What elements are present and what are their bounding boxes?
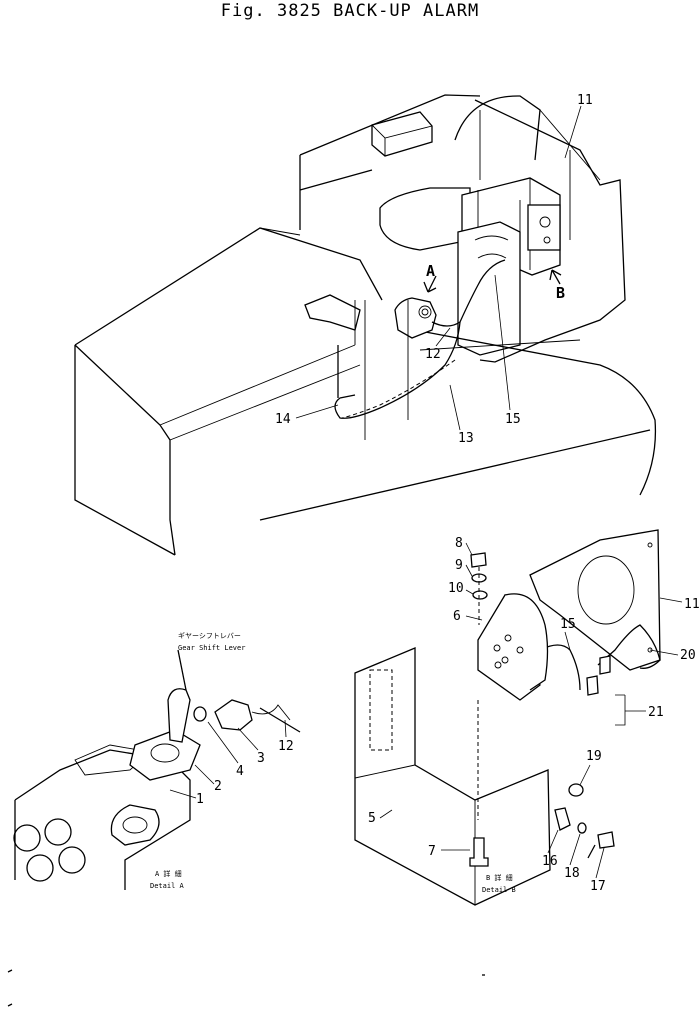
detail-b-label-en: Detail B [482, 886, 516, 894]
callout-20: 20 [680, 648, 696, 663]
callout-15-bottom: 15 [560, 617, 576, 632]
view-arrow-a [423, 275, 437, 293]
callout-19: 19 [586, 749, 602, 764]
callout-7: 7 [428, 844, 436, 859]
machine-overview [74, 94, 657, 556]
callout-6: 6 [453, 609, 461, 624]
callout-12-bottom: 12 [278, 739, 294, 754]
callout-4: 4 [236, 764, 244, 779]
callout-18: 18 [564, 866, 580, 881]
callout-5: 5 [368, 811, 376, 826]
callout-3: 3 [257, 751, 265, 766]
callout-15-top: 15 [505, 412, 521, 427]
callout-16: 16 [542, 854, 558, 869]
callout-8: 8 [455, 536, 463, 551]
callout-17: 17 [590, 879, 606, 894]
detail-b-drawing [354, 529, 661, 906]
callouts-main-view: 11 12 13 14 15 [275, 93, 593, 446]
callout-1: 1 [196, 792, 204, 807]
detail-a-label-en: Detail A [150, 882, 185, 890]
callout-14: 14 [275, 412, 291, 427]
detail-a-label-jp: A 詳 細 [155, 869, 182, 878]
callouts-detail-a: 1 2 3 4 12 [169, 719, 294, 807]
view-arrow-b [549, 269, 562, 285]
gear-lever-label-jp: ギヤーシフトレバー [178, 632, 241, 640]
detail-b-label-jp: B 詳 細 [486, 873, 513, 882]
callout-2: 2 [214, 779, 222, 794]
callout-10: 10 [448, 581, 464, 596]
scan-mark [7, 1003, 13, 1007]
callouts-detail-b: 5 6 7 8 9 10 11 15 16 17 18 19 20 [368, 536, 700, 894]
view-label-a: A [426, 262, 435, 280]
callout-11-top: 11 [577, 93, 593, 108]
alarm-unit-a [394, 297, 437, 339]
detail-a-drawing [13, 649, 301, 890]
callout-9: 9 [455, 558, 463, 573]
callout-11-right: 11 [684, 597, 700, 612]
callout-21: 21 [648, 705, 664, 720]
callout-13: 13 [458, 431, 474, 446]
callout-12-top: 12 [425, 347, 441, 362]
figure-title: Fig. 3825 BACK-UP ALARM [220, 1, 480, 21]
gear-lever-label-en: Gear Shift Lever [178, 644, 245, 652]
view-label-b: B [556, 284, 565, 302]
scan-mark [7, 969, 13, 973]
